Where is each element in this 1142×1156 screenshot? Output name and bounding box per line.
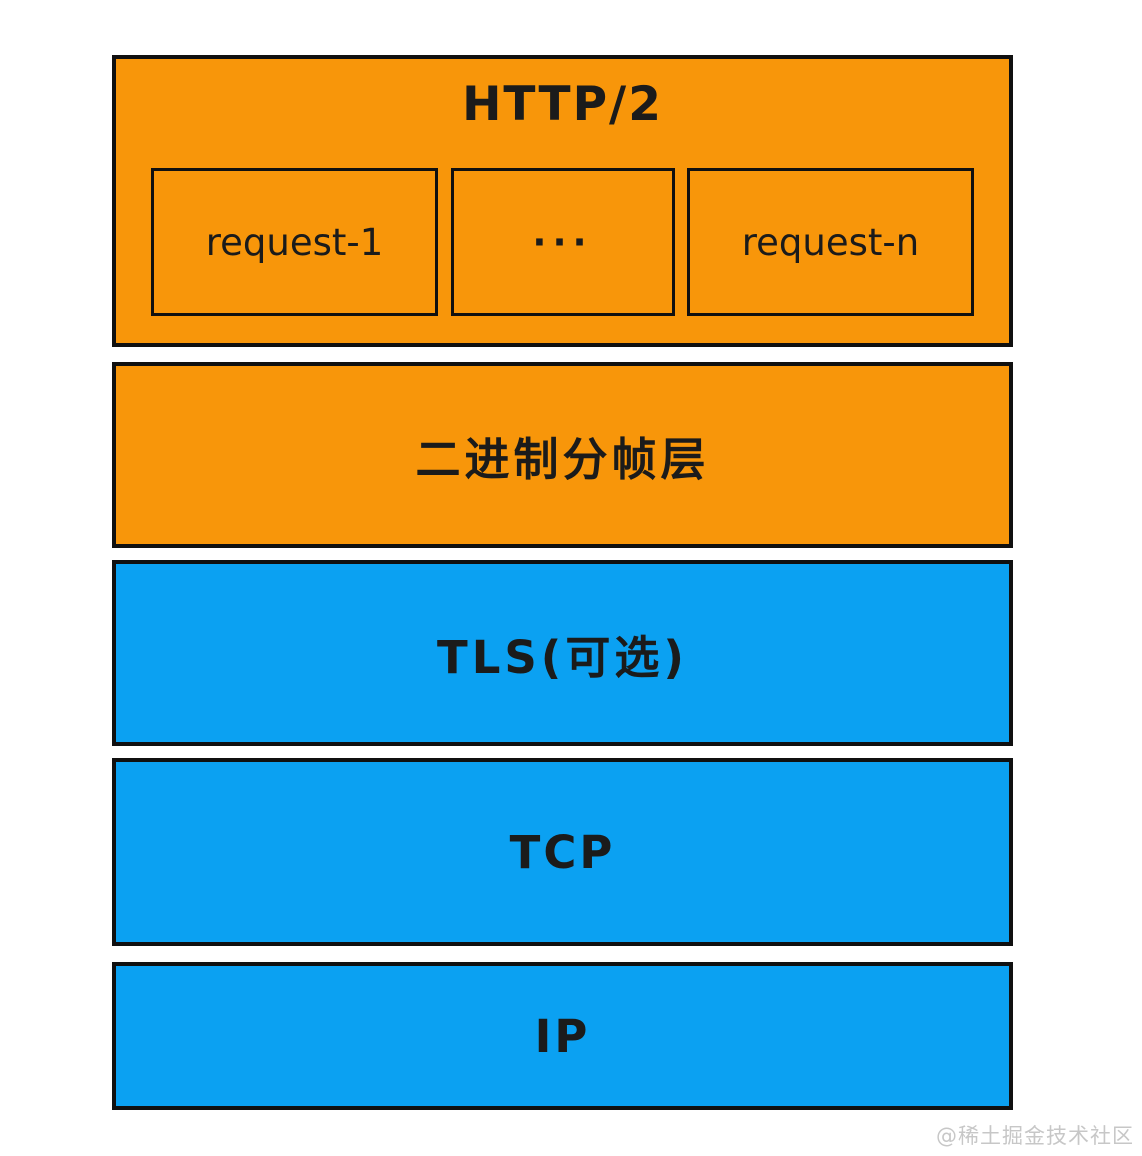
layer-ip: IP (112, 962, 1013, 1110)
request-1-label: request-1 (205, 220, 384, 264)
request-n-box: request-n (687, 168, 974, 316)
layer-http2-label: HTTP/2 (462, 77, 663, 132)
layer-tls-optional: TLS(可选) (112, 560, 1013, 746)
request-n-label: request-n (741, 220, 920, 264)
layer-tcp: TCP (112, 758, 1013, 946)
layer-binary-framing: 二进制分帧层 (112, 362, 1013, 548)
requests-row: request-1 ··· request-n (151, 168, 974, 316)
layer-binary-framing-label: 二进制分帧层 (415, 432, 710, 486)
request-1-box: request-1 (151, 168, 438, 316)
layer-tls-optional-label: TLS(可选) (437, 630, 688, 684)
request-ellipsis-label: ··· (532, 220, 593, 264)
request-ellipsis-box: ··· (450, 168, 675, 316)
layer-http2: HTTP/2 request-1 ··· request-n (112, 55, 1013, 347)
layer-tcp-label: TCP (509, 825, 616, 879)
layer-ip-label: IP (534, 1009, 591, 1063)
watermark: @稀土掘金技术社区 (936, 1124, 1134, 1148)
